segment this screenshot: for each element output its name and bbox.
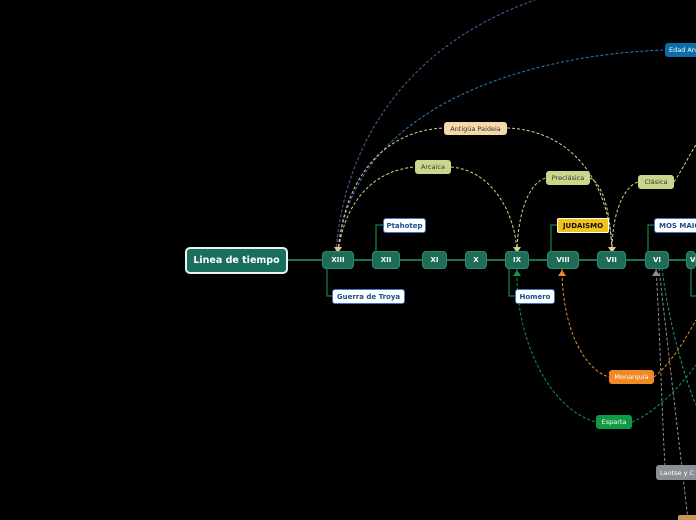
connector-ptahotep xyxy=(375,224,383,252)
connector-homero xyxy=(508,268,515,297)
century-x[interactable]: X xyxy=(465,251,487,269)
relation-laotse-2 xyxy=(658,267,689,520)
century-viii[interactable]: VIII xyxy=(547,251,579,269)
tag-esparta[interactable]: Esparta xyxy=(596,415,632,429)
relation-edad-antigua xyxy=(337,49,666,253)
tag-monarquia[interactable]: Monarquía xyxy=(609,370,654,384)
callout-judaismo[interactable]: JUDAISMO xyxy=(557,218,609,233)
connector-mos-maiorum xyxy=(647,224,654,252)
tag-bottom-cutoff xyxy=(678,515,696,520)
relation-arcaica xyxy=(337,166,518,253)
arrowhead-ix-up xyxy=(513,270,521,276)
relation-top-purple xyxy=(335,0,536,253)
arrowhead-vi-up xyxy=(652,270,660,276)
arrowhead-vii xyxy=(608,247,616,253)
century-xiii[interactable]: XIII xyxy=(322,251,354,269)
relation-preclasica xyxy=(516,177,613,253)
connector-guerra-troya xyxy=(326,268,333,297)
century-vi[interactable]: VI xyxy=(645,251,669,269)
arrowhead-xiii xyxy=(334,247,342,253)
century-xi[interactable]: XI xyxy=(422,251,447,269)
connector-judaismo xyxy=(550,224,557,252)
tag-edad-antigua[interactable]: Edad An xyxy=(665,43,696,57)
tag-arcaica[interactable]: Arcaica xyxy=(415,160,451,174)
root-label: Linea de tiempo xyxy=(193,255,280,266)
arrowhead-ix xyxy=(513,247,521,253)
tag-clasica[interactable]: Clásica xyxy=(638,175,674,189)
relation-clasica xyxy=(611,144,696,253)
century-ix[interactable]: IX xyxy=(505,251,529,269)
tag-antigua-paideia[interactable]: Antigüa Paideia xyxy=(444,122,507,135)
callout-mos-maiorum[interactable]: MOS MAIO xyxy=(654,218,696,233)
callout-ptahotep[interactable]: Ptahotep xyxy=(383,218,426,233)
connector-v-down xyxy=(690,268,696,297)
callout-guerra-troya[interactable]: Guerra de Troya xyxy=(332,289,405,304)
relation-monarquia xyxy=(561,267,696,378)
root-node[interactable]: Linea de tiempo xyxy=(185,247,288,274)
century-vii[interactable]: VII xyxy=(597,251,626,269)
relation-antigua-paideia xyxy=(337,127,613,253)
relation-green-right xyxy=(661,267,696,406)
arrowhead-viii-up xyxy=(558,270,566,276)
tag-preclasica[interactable]: Preclásica xyxy=(546,171,590,185)
relation-laotse xyxy=(655,267,666,466)
tag-laotse[interactable]: Laotse y C xyxy=(656,465,696,480)
century-v[interactable]: V xyxy=(686,251,696,269)
callout-homero[interactable]: Homero xyxy=(515,289,555,304)
century-xii[interactable]: XII xyxy=(372,251,400,269)
